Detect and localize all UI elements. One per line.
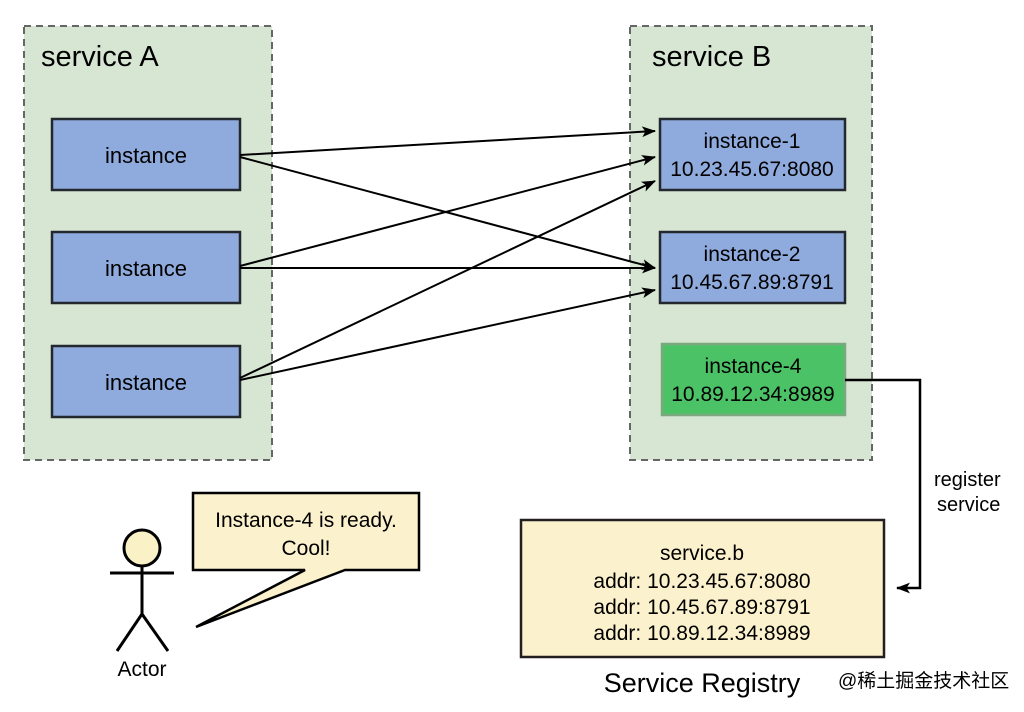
instance-label: instance [105, 370, 187, 395]
service-a-label: service A [41, 41, 159, 73]
register-arrow-path [845, 378, 922, 594]
instance-label: instance [105, 143, 187, 168]
registry-entry-1: addr: 10.23.45.67:8080 [593, 570, 810, 593]
connection-arrows [239, 126, 656, 381]
arrow-a2-to-b1 [239, 155, 656, 267]
registry-box[interactable] [519, 518, 886, 659]
arrow-a3-to-b2 [239, 287, 656, 381]
speech-bubble-shape [191, 491, 421, 629]
registry-service-name: service.b [660, 542, 744, 565]
speech-line-1: Instance-4 is ready. [215, 509, 397, 532]
register-label-line1: register [934, 469, 1001, 491]
instance-addr: 10.23.45.67:8080 [670, 158, 834, 181]
service-a-instance-2[interactable]: instance [50, 230, 242, 305]
service-registry[interactable]: service.b addr: 10.23.45.67:8080 addr: 1… [519, 518, 886, 698]
actor-label: Actor [117, 658, 166, 681]
register-service-edge: register service [845, 378, 1001, 594]
actor-figure[interactable] [110, 528, 174, 652]
service-a-instance-3[interactable]: instance [50, 344, 242, 419]
instance-box[interactable] [658, 230, 847, 305]
speech-bubble: Instance-4 is ready. Cool! [191, 491, 421, 629]
register-label-line2: service [937, 494, 1000, 516]
actor-leg-left [115, 613, 144, 652]
instance-box[interactable] [50, 117, 242, 192]
watermark: @稀土掘金技术社区 [838, 670, 1009, 692]
registry-caption: Service Registry [604, 668, 801, 698]
service-a-instance-1[interactable]: instance [50, 117, 242, 192]
actor-leg-right [140, 613, 170, 652]
instance-box[interactable] [50, 344, 242, 419]
instance-name: instance-2 [704, 243, 801, 266]
service-b-instance-4[interactable]: instance-4 10.89.12.34:8989 [660, 342, 847, 417]
registry-entry-2: addr: 10.45.67.89:8791 [593, 596, 810, 619]
actor-head-icon [122, 528, 162, 568]
instance-box[interactable] [658, 117, 847, 192]
instance-addr: 10.45.67.89:8791 [670, 271, 834, 294]
registry-entry-3: addr: 10.89.12.34:8989 [593, 622, 810, 645]
service-b-label: service B [652, 41, 771, 73]
service-b-instance-2[interactable]: instance-2 10.45.67.89:8791 [658, 230, 847, 305]
speech-line-2: Cool! [281, 537, 330, 560]
instance-box-new[interactable] [660, 342, 847, 417]
instance-addr: 10.89.12.34:8989 [671, 383, 835, 406]
instance-name: instance-4 [705, 355, 802, 378]
arrow-a3-to-b1 [239, 180, 656, 379]
arrow-a1-to-b1 [239, 126, 656, 156]
instance-box[interactable] [50, 230, 242, 305]
instance-name: instance-1 [704, 130, 801, 153]
service-b-instance-1[interactable]: instance-1 10.23.45.67:8080 [658, 117, 847, 192]
instance-label: instance [105, 256, 187, 281]
